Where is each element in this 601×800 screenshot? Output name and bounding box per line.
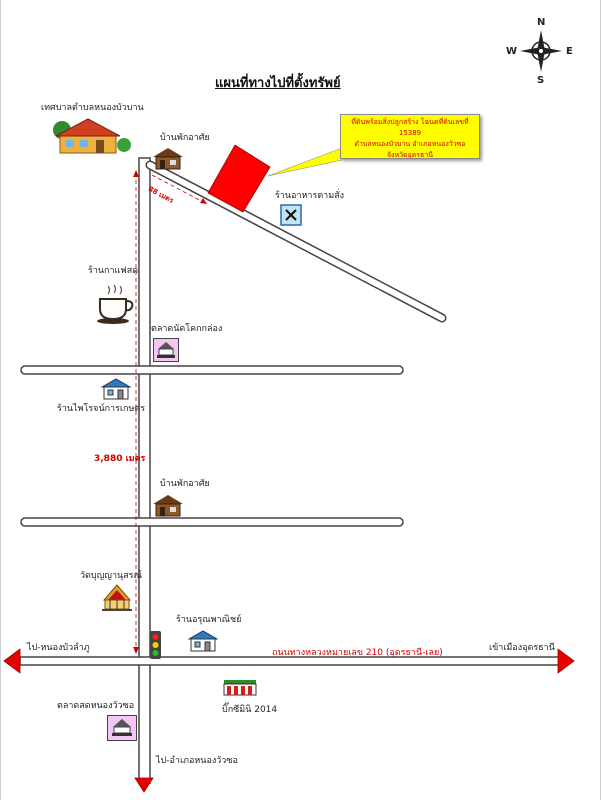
agri-store-label: ร้านไพโรจน์การเกษตร <box>57 404 146 414</box>
market-2-label: ตลาดสดหนองวัวซอ <box>57 701 135 711</box>
coffee-label: ร้านกาแฟสด <box>88 266 139 276</box>
market-icon-1 <box>153 338 179 366</box>
market-icon-2 <box>107 715 137 745</box>
restaurant-icon <box>280 204 302 230</box>
bigc-store-icon <box>223 678 257 700</box>
callout-line-1: ที่ดินพร้อมสิ่งปลูกสร้าง โฉนดที่ดินเลขที… <box>351 118 469 137</box>
property-plot <box>207 144 271 213</box>
temple-label: วัดบุญญานุสรณ์ <box>80 571 142 581</box>
property-callout: ที่ดินพร้อมสิ่งปลูกสร้าง โฉนดที่ดินเลขที… <box>340 114 480 159</box>
distance-line-short <box>151 174 206 204</box>
to-bottom-label: ไป-อำเภอหนองวัวซอ <box>156 756 238 766</box>
house-icon-2 <box>151 493 185 521</box>
diagonal-road <box>145 160 447 323</box>
coffee-cup-icon <box>94 283 138 329</box>
to-right-label: เข้าเมืองอุดรธานี <box>489 643 555 653</box>
callout-line-2: ตำบลหนองบัวบาน อำเภอหนองวัวซอ <box>354 140 466 148</box>
main-vertical-road <box>138 157 151 784</box>
compass-w: W <box>506 46 518 57</box>
traffic-light-icon <box>150 631 161 659</box>
distance-long-label: 3,880 เมตร <box>94 454 146 464</box>
right-arrow <box>557 648 575 674</box>
to-left-label: ไป-หนองบัวลำภู <box>27 643 90 653</box>
compass-icon <box>520 30 562 72</box>
callout-line-3: จังหวัดอุดรธานี <box>386 151 434 159</box>
shop-label: ร้านอรุณพาณิชย์ <box>176 615 242 625</box>
left-arrow <box>3 648 21 674</box>
municipality-building-icon <box>52 115 132 159</box>
house-2-label: บ้านพักอาศัย <box>160 479 210 489</box>
callout-pointer <box>267 147 343 177</box>
bigc-label: บิ๊กซีมินิ 2014 <box>222 705 278 715</box>
market-1-label: ตลาดนัดโคกกล่อง <box>151 324 223 334</box>
compass-e: E <box>566 46 573 57</box>
house-icon-1 <box>151 146 185 174</box>
map-title: แผนที่ทางไปที่ตั้งทรัพย์ <box>215 76 341 91</box>
cross-road-2 <box>20 517 404 527</box>
cross-road-1 <box>20 365 404 375</box>
compass-s: S <box>537 75 545 86</box>
temple-icon <box>100 584 134 616</box>
compass-n: N <box>537 17 546 28</box>
store-icon-agri <box>100 378 132 404</box>
house-1-label: บ้านพักอาศัย <box>160 133 210 143</box>
municipality-label: เทศบาลตำบลหนองบัวบาน <box>41 103 144 113</box>
highway-label: ถนนทางหลวงหมายเลข 210 (อุดรธานี-เลย) <box>272 648 443 658</box>
bottom-arrow <box>134 777 154 793</box>
restaurant-label: ร้านอาหารตามสั่ง <box>275 191 345 201</box>
store-icon-shop <box>187 630 219 656</box>
